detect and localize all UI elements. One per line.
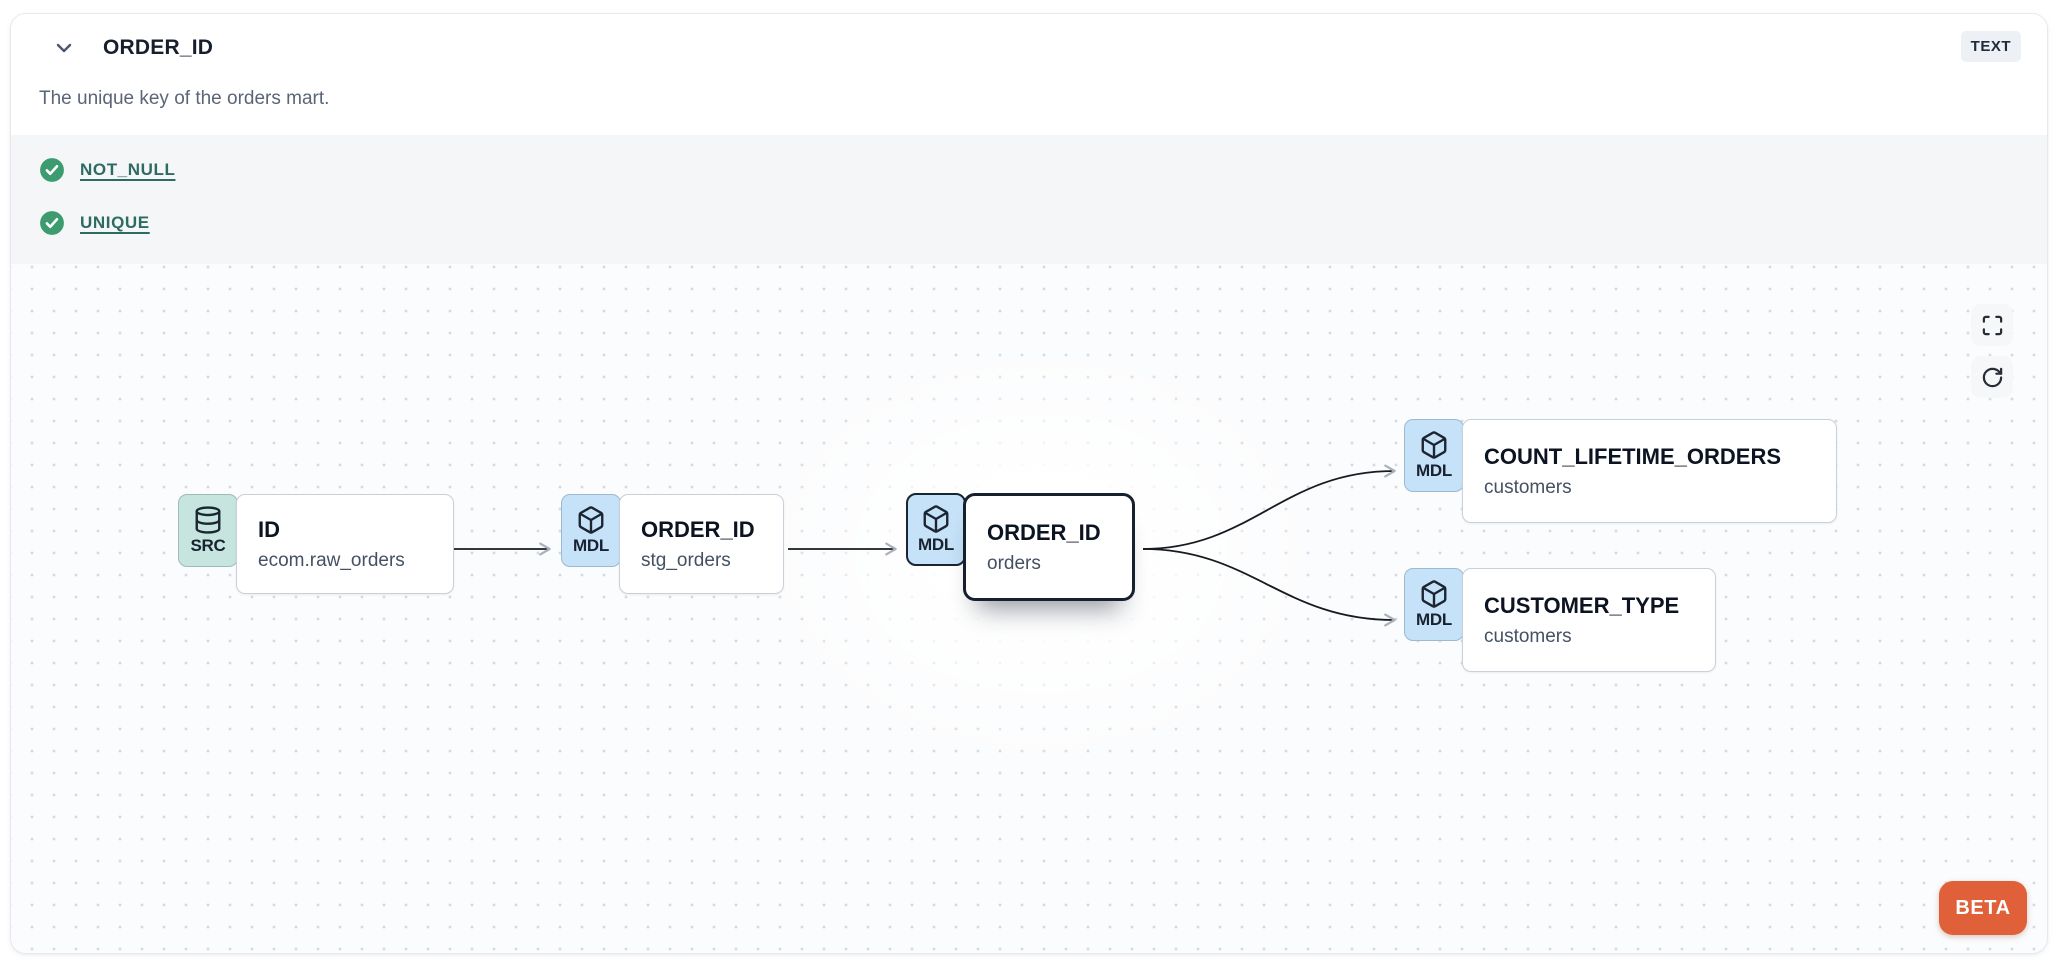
lineage-node-id-ecom-raw-orders[interactable]: SRC ID ecom.raw_orders [178,494,454,594]
rotate-cw-icon [1982,367,2002,387]
lineage-edge [1142,548,1396,627]
database-icon [195,506,221,534]
cube-icon [1421,431,1447,459]
node-badge-label: SRC [190,536,226,555]
node-badge-label: MDL [1416,610,1452,629]
node-badge-label: MDL [918,535,954,554]
mdl-badge: MDL [1404,419,1464,492]
lineage-edges [454,464,1396,627]
node-subtitle: stg_orders [641,549,731,571]
node-title: ORDER_ID [987,519,1101,545]
node-body: ORDER_ID stg_orders [619,494,784,594]
column-details-card: ORDER_ID TEXT The unique key of the orde… [10,13,2048,954]
node-title: COUNT_LIFETIME_ORDERS [1484,443,1782,469]
lineage-node-order-id-stg-orders[interactable]: MDL ORDER_ID stg_orders [561,494,784,594]
header: ORDER_ID TEXT The unique key of the orde… [11,14,2047,135]
node-badge-label: MDL [573,536,609,555]
data-type-badge: TEXT [1960,31,2021,62]
test-row: NOT_NULL [39,157,2019,183]
test-link-unique[interactable]: UNIQUE [80,213,150,232]
lineage-node-count-lifetime-orders[interactable]: MDL COUNT_LIFETIME_ORDERS customers [1404,419,1837,523]
test-row: UNIQUE [39,210,2019,236]
lineage-node-customer-type[interactable]: MDL CUSTOMER_TYPE customers [1404,568,1716,672]
check-circle-icon [39,210,65,236]
node-subtitle: customers [1484,625,1572,647]
column-title: ORDER_ID [103,36,214,59]
mdl-badge: MDL [561,494,621,567]
node-body: ORDER_ID orders [963,493,1135,601]
column-description: The unique key of the orders mart. [39,88,330,109]
node-body: COUNT_LIFETIME_ORDERS customers [1462,419,1837,523]
src-badge: SRC [178,494,238,567]
refresh-button[interactable] [1971,356,2013,398]
lineage-node-order-id-orders-selected[interactable]: MDL ORDER_ID orders [906,493,1135,601]
node-badge-label: MDL [1416,461,1452,480]
canvas-controls [1971,304,2013,398]
cube-icon [923,505,949,533]
maximize-icon [1982,315,2002,335]
collapse-chevron-down-icon[interactable] [51,35,77,61]
lineage-edge [1142,464,1396,550]
node-subtitle: ecom.raw_orders [258,549,405,571]
beta-badge: BETA [1939,881,2027,935]
node-subtitle: orders [987,552,1041,574]
check-circle-icon [39,157,65,183]
cube-icon [578,506,604,534]
test-link-not-null[interactable]: NOT_NULL [80,160,176,179]
node-title: ID [258,516,280,542]
cube-icon [1421,580,1447,608]
fullscreen-button[interactable] [1971,304,2013,346]
node-title: CUSTOMER_TYPE [1484,592,1680,618]
node-subtitle: customers [1484,476,1572,498]
mdl-badge: MDL [1404,568,1464,641]
mdl-badge: MDL [906,493,966,566]
tests-section: NOT_NULL UNIQUE [11,135,2047,264]
lineage-canvas[interactable]: SRC ID ecom.raw_orders MDL ORDER_ID stg_… [11,264,2047,953]
node-body: ID ecom.raw_orders [236,494,454,594]
node-body: CUSTOMER_TYPE customers [1462,568,1716,672]
node-title: ORDER_ID [641,516,755,542]
